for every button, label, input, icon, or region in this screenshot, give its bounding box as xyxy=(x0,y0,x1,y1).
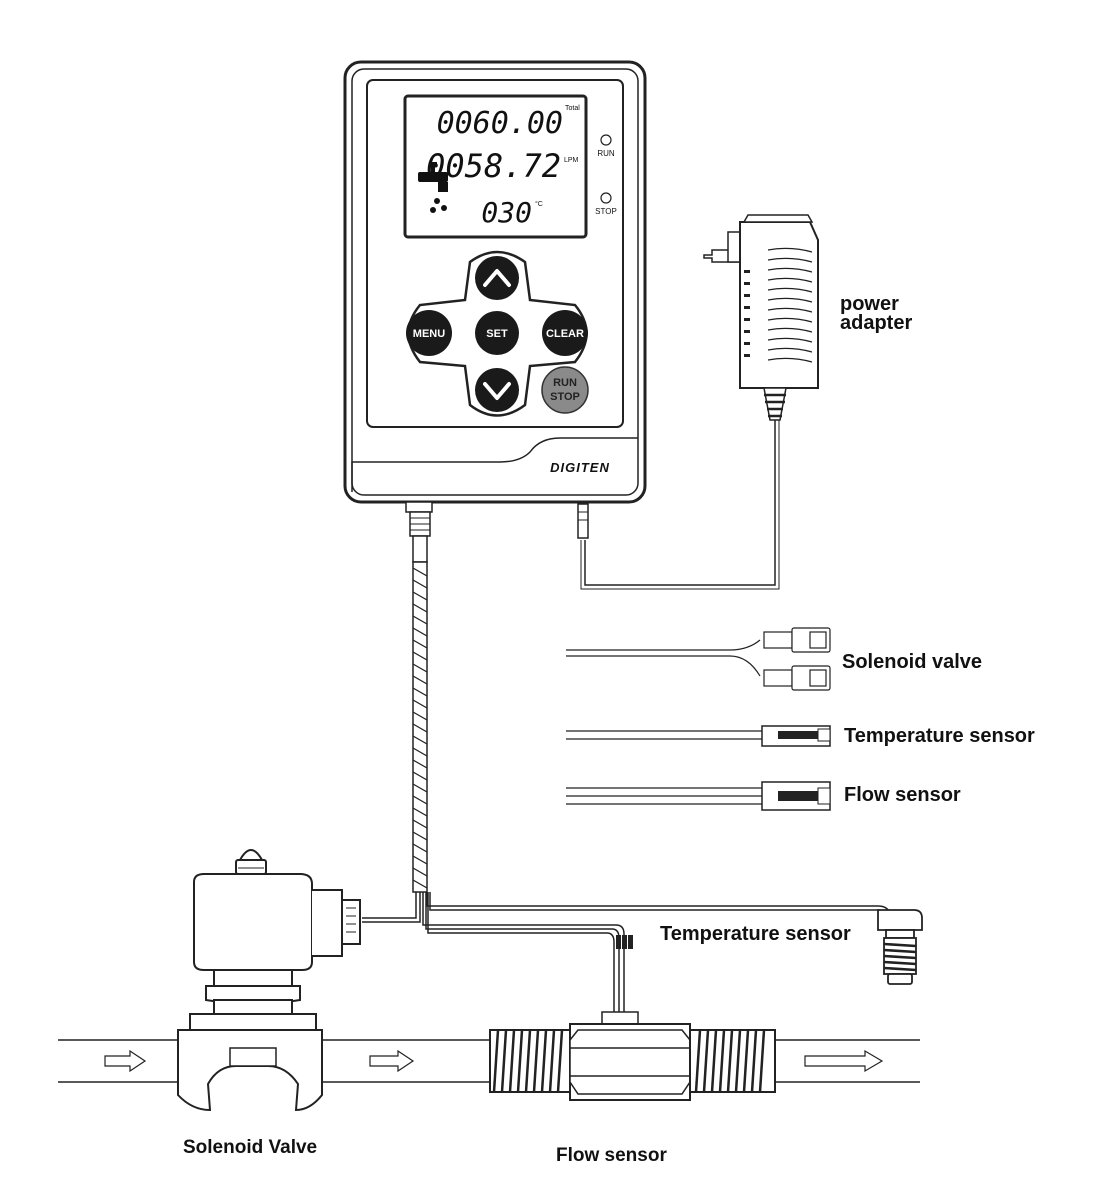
power-adapter xyxy=(577,214,819,590)
arrow-right-icon xyxy=(104,1049,884,1073)
lcd-display: 0060.00 Total 0058.72 LPM 030 °C xyxy=(403,94,588,239)
sensor-cable-connector xyxy=(405,501,433,563)
run-indicator-label: RUN xyxy=(597,149,615,158)
controller-unit: 0060.00 Total 0058.72 LPM 030 °C RUN xyxy=(343,60,647,504)
run-stop-button-label-stop: STOP xyxy=(550,391,580,403)
run-indicator: RUN xyxy=(597,134,615,158)
lcd-temp-unit: °C xyxy=(535,200,543,208)
menu-button[interactable]: MENU xyxy=(406,310,452,356)
spiral-cable xyxy=(412,561,428,893)
temperature-sensor-label: Temperature sensor xyxy=(660,923,851,945)
solenoid-valve-label: Solenoid Valve xyxy=(183,1137,318,1158)
clear-button[interactable]: CLEAR xyxy=(542,310,588,356)
run-stop-button[interactable]: RUN STOP xyxy=(541,366,589,414)
clear-button-label: CLEAR xyxy=(546,328,584,340)
legend-solenoid-label: Solenoid valve xyxy=(842,651,983,673)
lcd-total-value: 0060.00 xyxy=(437,106,563,141)
legend-temperature-label: Temperature sensor xyxy=(844,725,1035,747)
flow-sensor xyxy=(489,1011,776,1101)
lcd-total-unit: Total xyxy=(565,105,580,112)
power-adapter-label-line1: power xyxy=(840,293,899,315)
legend-flow-connector xyxy=(566,781,831,811)
run-stop-button-label-run: RUN xyxy=(553,377,577,389)
brand-logo: DIGITEN xyxy=(550,460,610,475)
down-button[interactable] xyxy=(475,368,519,412)
power-adapter-label-line2: adapter xyxy=(840,312,913,334)
temperature-probe xyxy=(877,909,923,985)
solenoid-valve xyxy=(177,849,361,1112)
stop-indicator-label: STOP xyxy=(595,207,617,216)
flow-sensor-label: Flow sensor xyxy=(556,1145,667,1166)
set-button-label: SET xyxy=(486,328,508,340)
legend-flow-label: Flow sensor xyxy=(844,784,961,806)
pipe xyxy=(58,1039,920,1083)
up-button[interactable] xyxy=(475,256,519,300)
cable-branches xyxy=(362,892,891,1030)
faucet-icon xyxy=(418,162,448,213)
lcd-flow-value: 0058.72 xyxy=(426,147,561,185)
chevron-up-icon xyxy=(483,269,511,287)
stop-indicator: STOP xyxy=(595,192,617,216)
menu-button-label: MENU xyxy=(413,328,445,340)
lcd-flow-unit: LPM xyxy=(564,157,579,164)
flow-sensor-wire-tips xyxy=(616,935,633,949)
set-button[interactable]: SET xyxy=(475,311,519,355)
legend-solenoid-connectors xyxy=(566,627,831,691)
chevron-down-icon xyxy=(483,382,511,400)
lcd-temp-value: 030 xyxy=(481,196,532,229)
legend-temperature-connector xyxy=(566,725,831,747)
